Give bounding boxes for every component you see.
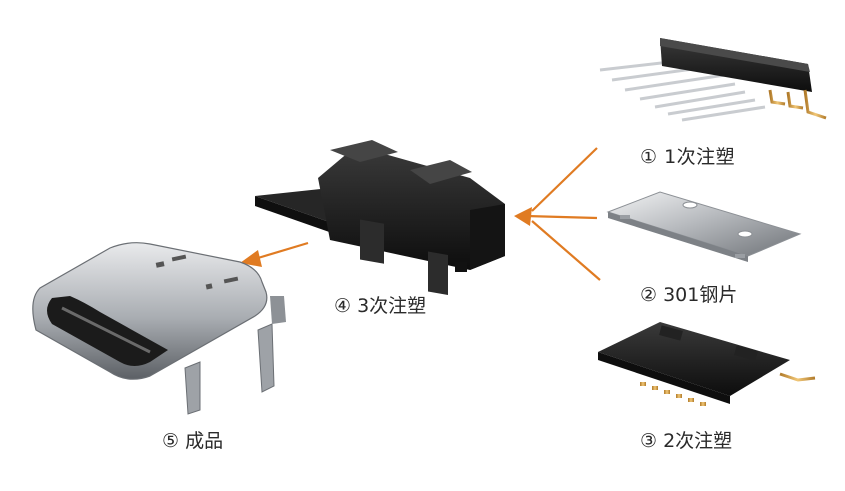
- label-step2: ② 301钢片: [640, 284, 737, 306]
- label-step3: ③ 2次注塑: [640, 430, 732, 452]
- part-finished-product-image: [32, 242, 286, 415]
- part-third-injection-image: [255, 140, 505, 295]
- converging-arrows: [525, 147, 601, 281]
- label-step5: ⑤ 成品: [162, 430, 223, 452]
- label-step4: ④ 3次注塑: [334, 295, 426, 317]
- arrowhead-into-third-injection: [514, 207, 532, 226]
- label-step1: ① 1次注塑: [640, 146, 735, 168]
- part-second-injection-image: [598, 322, 816, 406]
- arrow-to-finished-product: [240, 241, 309, 267]
- part-steel-sheet-image: [606, 191, 802, 262]
- part-first-injection-image: [599, 38, 827, 122]
